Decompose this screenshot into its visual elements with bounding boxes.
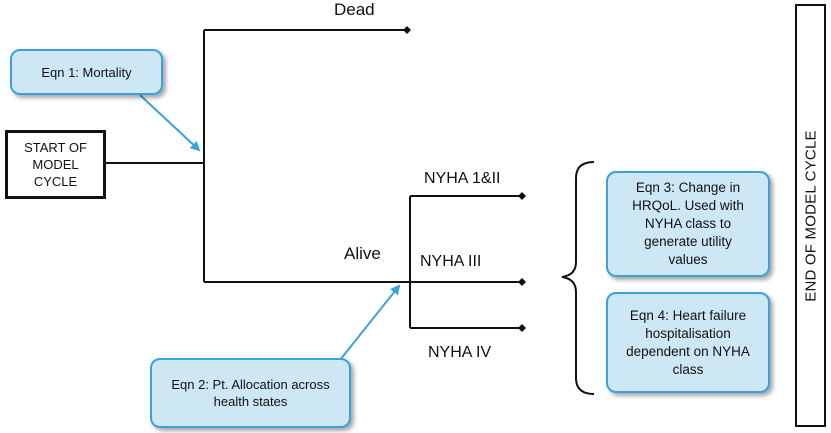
nyha-4-end-diamond: [518, 324, 526, 332]
dead-branch-end-diamond: [403, 26, 411, 34]
eqn3-hrqol-callout: Eqn 3: Change in HRQoL. Used with NYHA c…: [606, 171, 770, 277]
alive-branch-label: Alive: [344, 244, 381, 263]
nyha-1-2-label: NYHA 1&II: [424, 170, 501, 187]
eqn3-text: Eqn 3: Change in HRQoL. Used with NYHA c…: [632, 180, 744, 267]
grouping-brace: [561, 161, 595, 395]
eqn2-pointer-arrow: [339, 284, 401, 361]
nyha-3-label: NYHA III: [420, 253, 482, 270]
eqn1-text: Eqn 1: Mortality: [41, 64, 132, 80]
nyha-1-2-end-diamond: [518, 192, 526, 200]
nyha-4-label: NYHA IV: [428, 344, 492, 361]
nyha-3-end-diamond: [518, 278, 526, 286]
end-box-label: END OF MODEL CYCLE: [802, 129, 819, 302]
end-of-model-cycle-box: END OF MODEL CYCLE: [795, 4, 826, 427]
eqn2-allocation-callout: Eqn 2: Pt. Allocation across health stat…: [150, 358, 351, 428]
eqn1-mortality-callout: Eqn 1: Mortality: [10, 49, 163, 95]
dead-branch-label: Dead: [334, 0, 375, 19]
start-of-model-cycle-box: START OF MODEL CYCLE: [5, 130, 106, 199]
eqn1-pointer-arrow: [139, 94, 201, 152]
eqn4-hospitalisation-callout: Eqn 4: Heart failure hospitalisation dep…: [606, 292, 770, 393]
start-box-label: START OF MODEL CYCLE: [24, 140, 87, 189]
eqn2-text: Eqn 2: Pt. Allocation across health stat…: [171, 377, 330, 409]
eqn4-text: Eqn 4: Heart failure hospitalisation dep…: [626, 307, 750, 377]
